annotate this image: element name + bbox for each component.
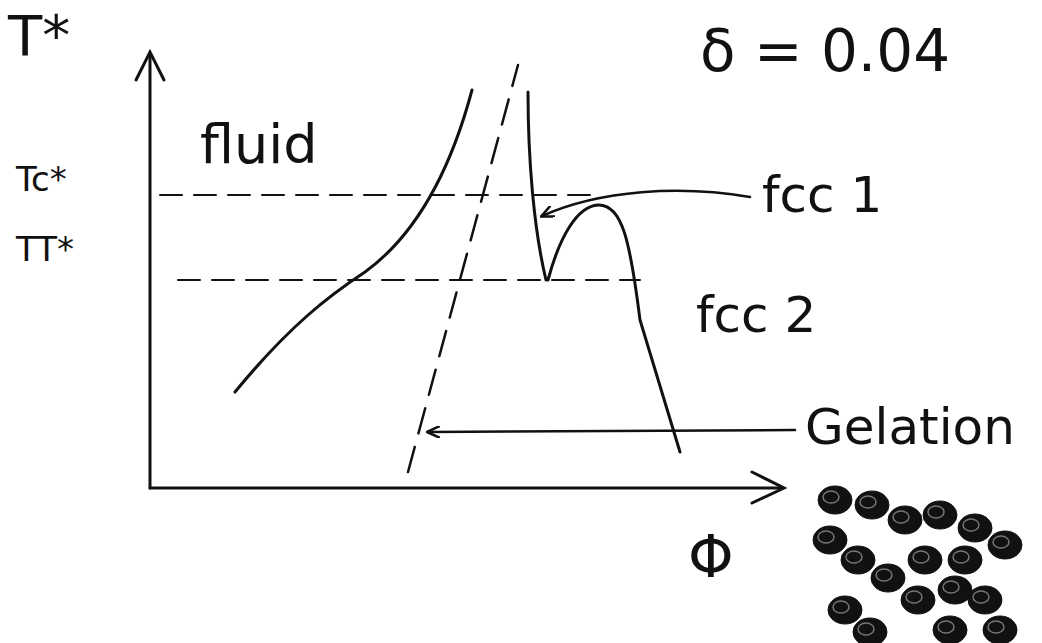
axis-label: T* bbox=[8, 8, 70, 64]
particle bbox=[888, 506, 922, 534]
particle-shine bbox=[928, 506, 944, 518]
particle-cluster bbox=[813, 486, 1022, 643]
particle-shine bbox=[953, 551, 969, 563]
parameter-label: δ = 0.04 bbox=[700, 22, 950, 80]
particle-shine bbox=[988, 621, 1004, 633]
temperature-label: Tc* bbox=[16, 162, 67, 196]
particle bbox=[908, 546, 942, 574]
particle-shine bbox=[858, 623, 874, 635]
particle bbox=[871, 564, 905, 592]
particle-shine bbox=[893, 511, 909, 523]
gelation-label: Gelation bbox=[805, 402, 1015, 452]
particle bbox=[828, 596, 862, 624]
particle-shine bbox=[823, 491, 839, 503]
particle bbox=[841, 546, 875, 574]
particle bbox=[958, 514, 992, 542]
particle-shine bbox=[943, 581, 959, 593]
particle-shine bbox=[876, 569, 892, 581]
particle bbox=[901, 586, 935, 614]
particle bbox=[853, 618, 887, 643]
tt-line bbox=[178, 279, 640, 281]
gelation-pointer bbox=[428, 430, 795, 432]
region-label: fluid bbox=[200, 118, 318, 172]
particle-shine bbox=[906, 591, 922, 603]
particle bbox=[938, 576, 972, 604]
x-axis bbox=[150, 487, 782, 490]
fcc-dome bbox=[548, 205, 680, 452]
particle bbox=[988, 531, 1022, 559]
particle-shine bbox=[938, 621, 954, 633]
y-axis-head bbox=[136, 52, 164, 80]
particle bbox=[968, 586, 1002, 614]
particle bbox=[948, 546, 982, 574]
phase-label: fcc 2 bbox=[696, 290, 816, 340]
particle bbox=[983, 616, 1017, 643]
solid-boundary bbox=[528, 92, 546, 280]
particle-shine bbox=[818, 531, 834, 543]
particle-shine bbox=[860, 496, 876, 508]
particle-shine bbox=[833, 601, 849, 613]
fcc1-pointer bbox=[542, 191, 750, 216]
particle bbox=[855, 491, 889, 519]
particle-shine bbox=[973, 591, 989, 603]
particle-shine bbox=[913, 551, 929, 563]
particle-shine bbox=[846, 551, 862, 563]
x-axis-head bbox=[752, 472, 784, 503]
particle bbox=[923, 501, 957, 529]
particle-shine bbox=[963, 519, 979, 531]
particle bbox=[813, 526, 847, 554]
phase-label: fcc 1 bbox=[762, 170, 882, 220]
axis-label: Φ bbox=[688, 528, 734, 586]
particle bbox=[818, 486, 852, 514]
temperature-label: TT* bbox=[16, 232, 74, 266]
particle bbox=[933, 616, 967, 643]
gelation-line bbox=[408, 65, 518, 472]
particle-shine bbox=[993, 536, 1009, 548]
y-axis bbox=[149, 55, 152, 488]
